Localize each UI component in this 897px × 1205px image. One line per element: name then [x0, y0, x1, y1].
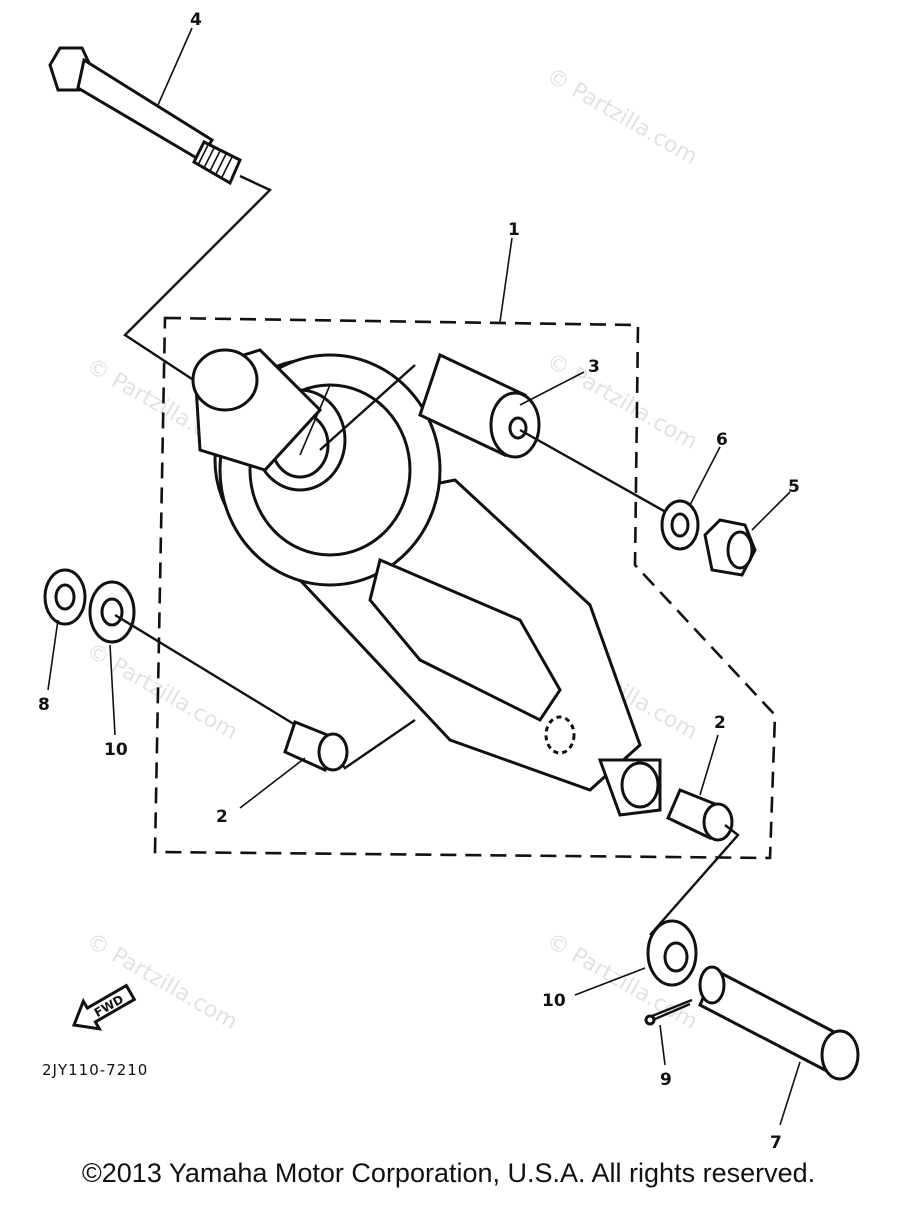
callout-1: 1 [508, 220, 520, 240]
callout-9: 9 [660, 1070, 672, 1090]
fwd-arrow: FWD [71, 983, 137, 1031]
callout-10-left: 10 [104, 740, 128, 760]
leader-collar-to-washer [649, 824, 740, 936]
shock-absorber [191, 348, 662, 817]
copyright-notice: ©2013 Yamaha Motor Corporation, U.S.A. A… [81, 1158, 816, 1188]
watermark: © Partzilla.com [542, 64, 702, 171]
diagram-code: 2JY110-7210 [42, 1061, 148, 1079]
callout-4: 4 [190, 10, 202, 30]
cotter-pin-part-9 [644, 998, 693, 1026]
callout-8: 8 [38, 695, 50, 715]
bushing-part-3 [418, 352, 541, 459]
assembly-outline [153, 316, 777, 860]
leader-bushing-to-washer [519, 428, 681, 522]
callout-leaders [47, 27, 801, 1126]
callout-7: 7 [770, 1133, 782, 1153]
callout-6: 6 [716, 430, 728, 450]
watermark: © Partzilla.com [542, 349, 702, 456]
watermark: © Partzilla.com [82, 929, 242, 1036]
washer-part-10-right [646, 919, 698, 987]
callout-numbers: 4 1 3 6 5 8 10 2 2 10 9 7 [38, 10, 800, 1153]
callout-10-right: 10 [542, 991, 566, 1011]
callout-2-right: 2 [714, 713, 726, 733]
callout-2-left: 2 [216, 807, 228, 827]
pin-part-7 [698, 965, 860, 1081]
collar-part-2-right [666, 788, 734, 842]
washer-part-6 [660, 499, 700, 551]
washer-part-10-left [88, 580, 136, 644]
washer-part-8 [43, 568, 87, 626]
callout-3: 3 [588, 357, 600, 377]
leader-bushing-to-shock [319, 364, 416, 451]
bolt-part-4 [48, 46, 242, 186]
watermark: © Partzilla.com [82, 639, 242, 746]
nut-part-5 [703, 518, 757, 577]
callout-5: 5 [788, 477, 800, 497]
collar-part-2-left [283, 720, 349, 772]
